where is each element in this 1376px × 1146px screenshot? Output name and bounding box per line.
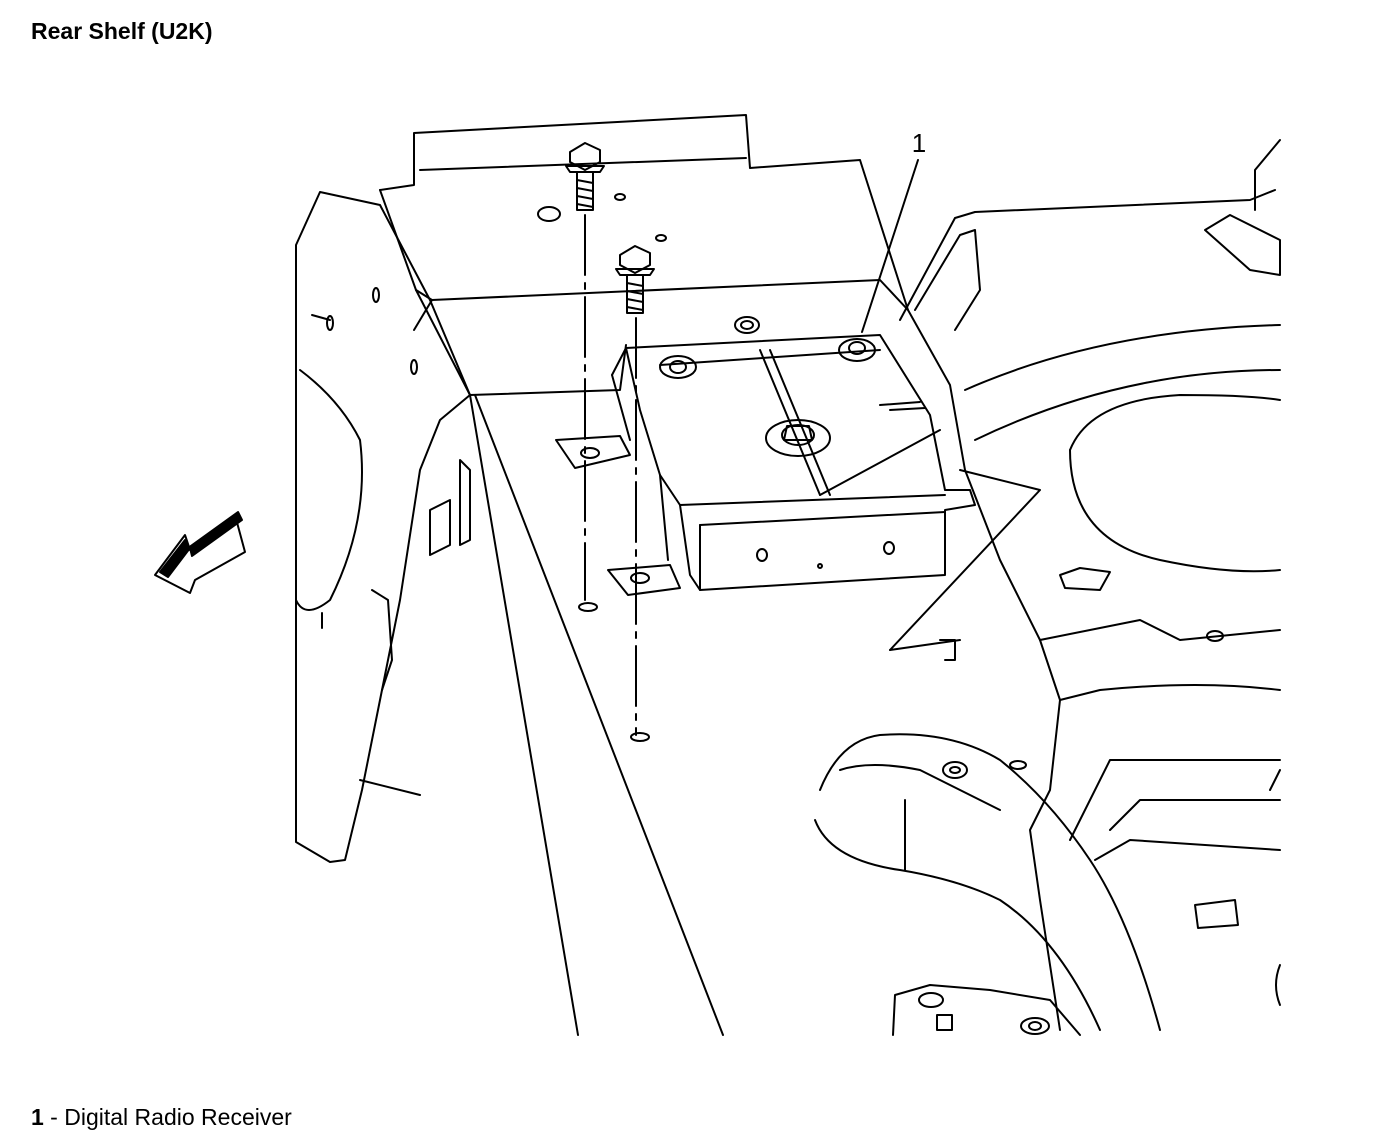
direction-arrow-icon: [154, 511, 246, 594]
legend-item-1: 1 - Digital Radio Receiver: [31, 1104, 292, 1131]
floor-crossmember: [814, 733, 1161, 1031]
page-title: Rear Shelf (U2K): [31, 18, 213, 44]
bolt-icon: [615, 245, 655, 314]
floor-pan: [899, 139, 1281, 1006]
bolt-icon: [565, 142, 605, 211]
legend-item-number: 1: [31, 1104, 44, 1130]
rear-shelf-panel: [379, 114, 1061, 1036]
left-side-panel: [295, 191, 471, 863]
digital-radio-receiver: [555, 334, 976, 596]
callout-1-label: 1: [912, 128, 926, 158]
legend-item-separator: -: [43, 1104, 65, 1130]
lower-bracket: [892, 984, 1081, 1036]
legend-item-label: Digital Radio Receiver: [64, 1104, 292, 1130]
callout-1-leader: [861, 159, 919, 333]
